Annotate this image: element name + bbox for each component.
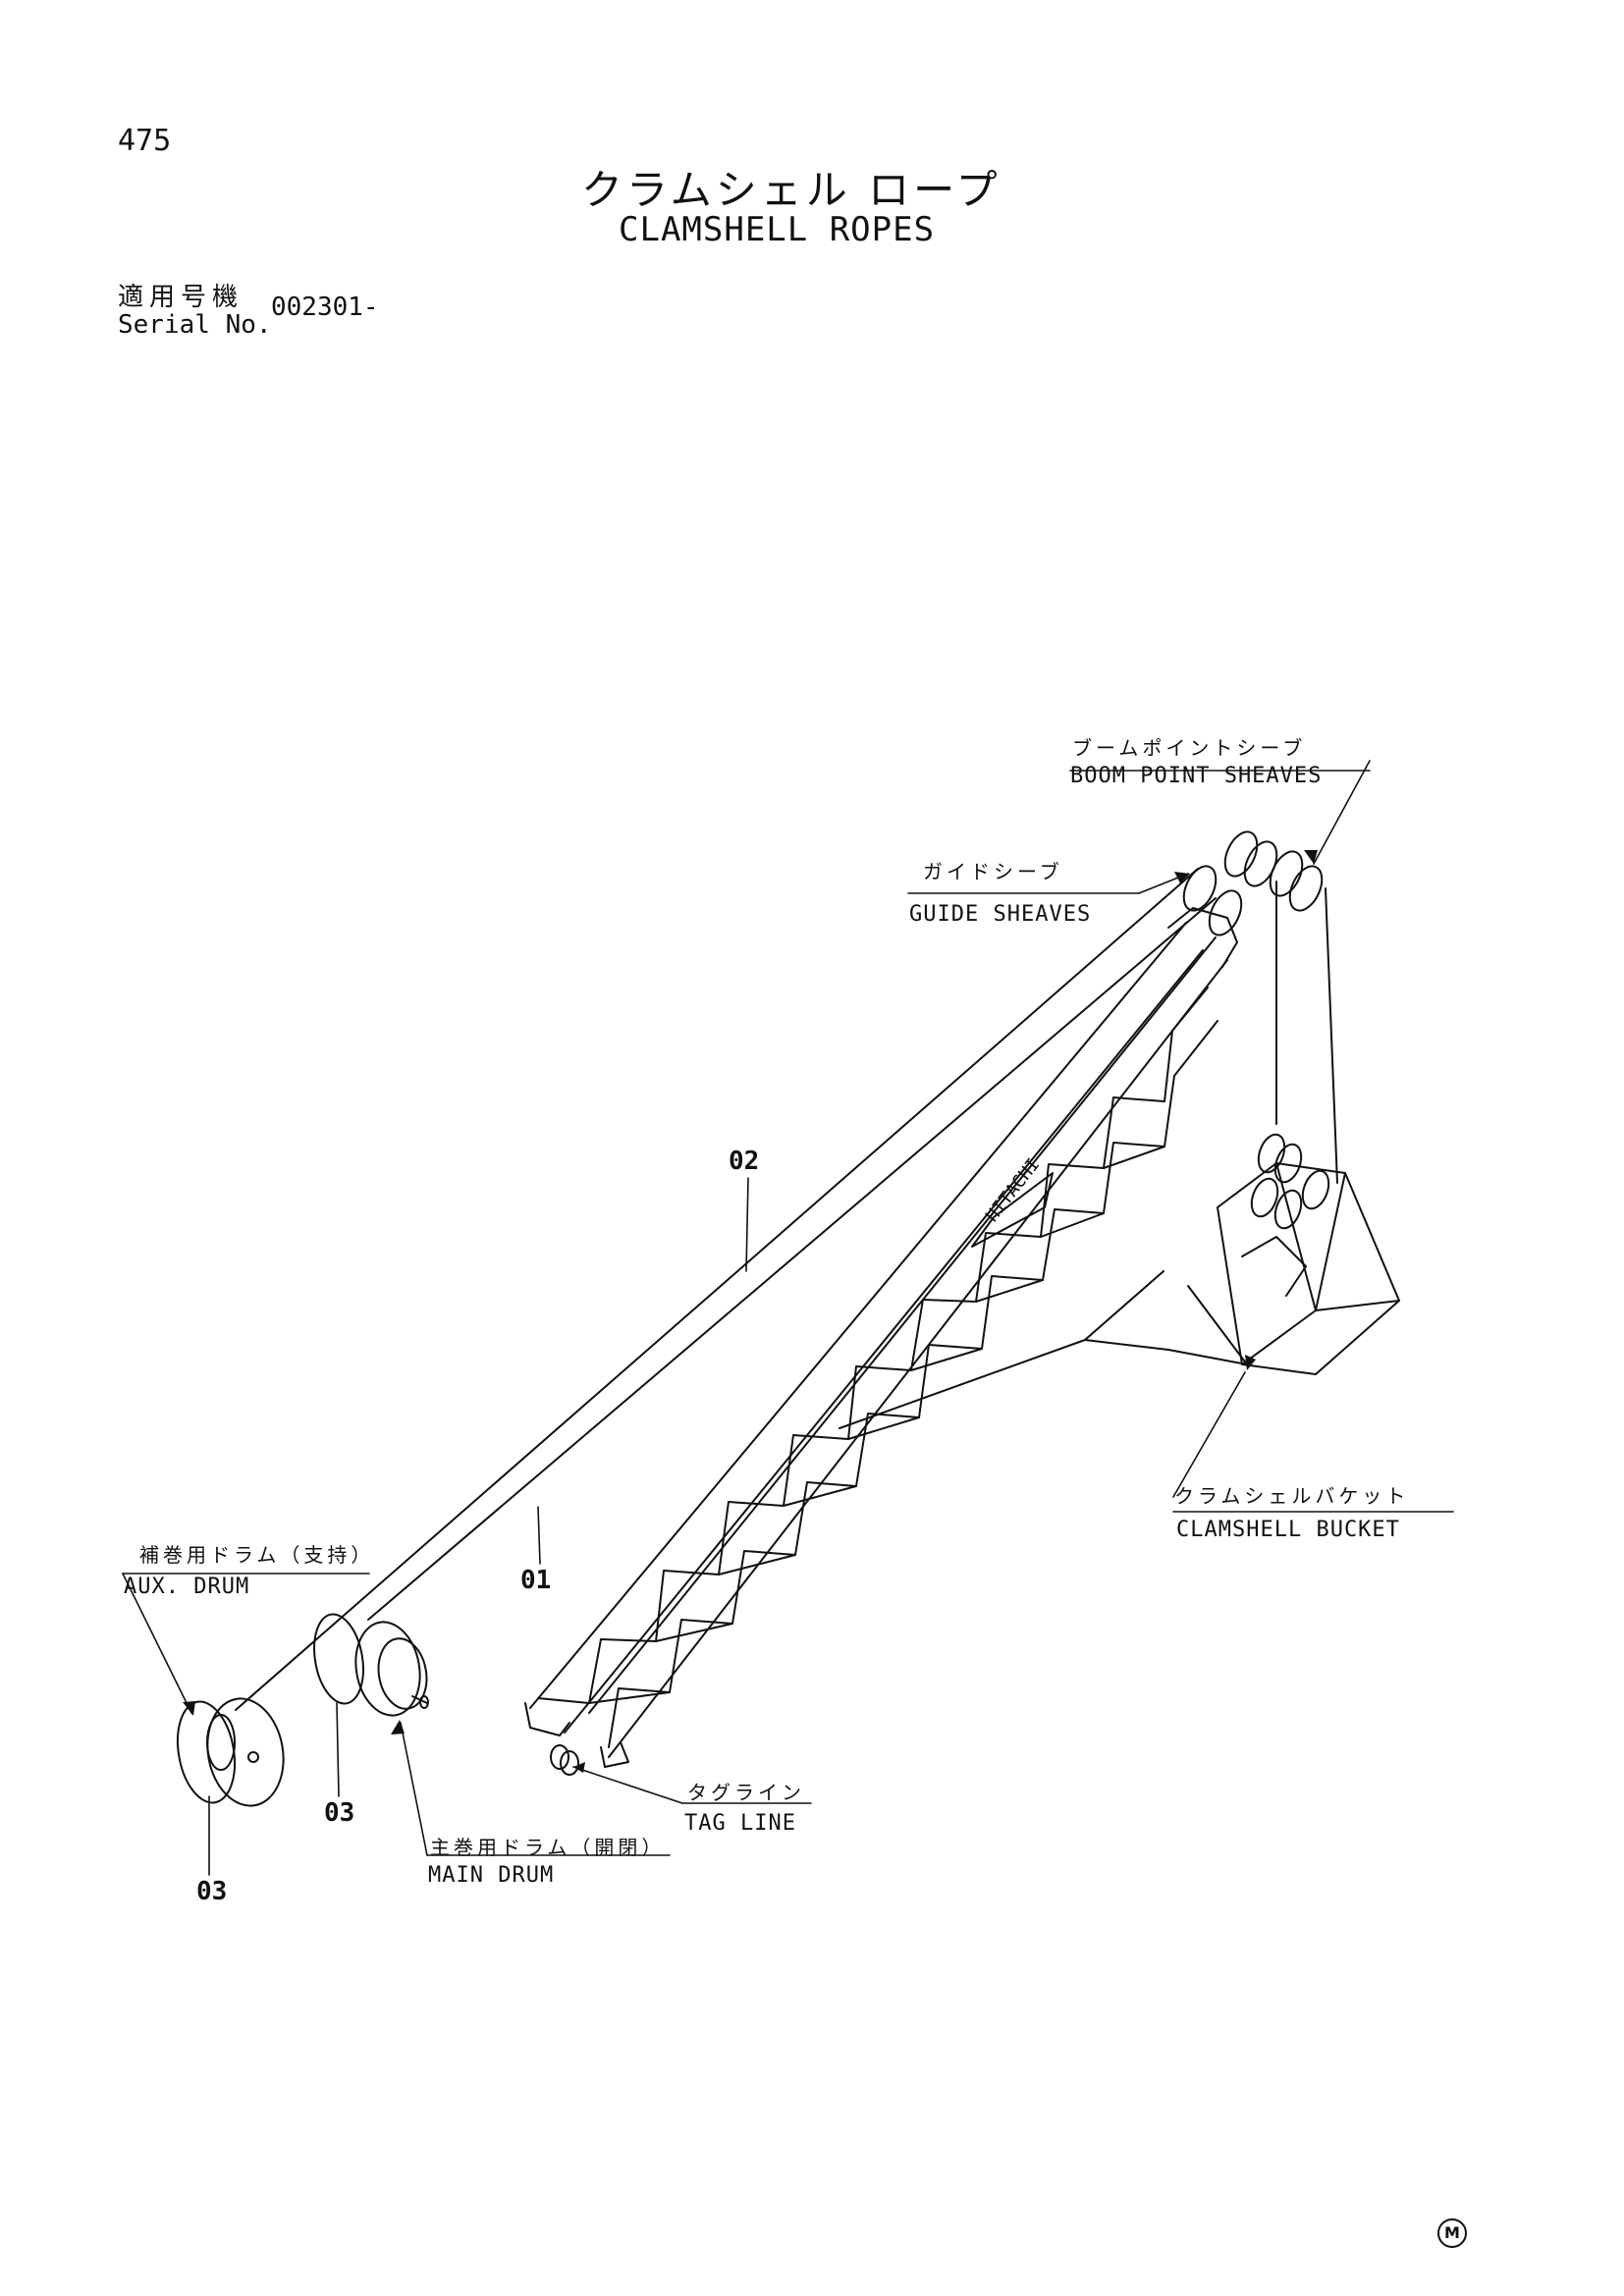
clamshell-bucket — [1187, 1133, 1400, 1375]
page-title: CLAMSHELL ROPES — [619, 210, 936, 249]
ropes — [235, 868, 1338, 1711]
tag-line-label-jp: タグライン — [687, 1781, 805, 1804]
part-number-02: 02 — [729, 1147, 760, 1176]
boom-point-sheaves — [1223, 830, 1324, 912]
tag-line-label: TAG LINE — [684, 1811, 796, 1836]
main-drum — [313, 1613, 429, 1717]
part-number-03-aux: 03 — [196, 1877, 228, 1906]
boom-point-sheaves-label-jp: ブームポイントシーブ — [1072, 736, 1307, 760]
circle-m-mark: M — [1437, 2218, 1467, 2248]
leader-lines — [122, 760, 1454, 1876]
boom-point-sheaves-label: BOOM POINT SHEAVES — [1070, 764, 1323, 788]
clamshell-bucket-label-jp: クラムシェルバケット — [1174, 1484, 1410, 1508]
boom-lattice — [524, 907, 1238, 1768]
part-number-03-main: 03 — [324, 1798, 355, 1828]
page-number: 475 — [118, 124, 172, 158]
main-drum-label: MAIN DRUM — [428, 1863, 555, 1888]
guide-sheaves — [1182, 865, 1243, 936]
aux-drum — [176, 1697, 285, 1807]
guide-sheaves-label: GUIDE SHEAVES — [909, 902, 1092, 927]
serial-label: Serial No. — [118, 310, 272, 340]
guide-sheaves-label-jp: ガイドシーブ — [923, 860, 1063, 883]
part-number-01: 01 — [520, 1566, 552, 1595]
clamshell-bucket-label: CLAMSHELL BUCKET — [1176, 1518, 1400, 1542]
serial-value: 002301- — [271, 293, 379, 322]
serial-label-jp: 適用号機 — [118, 283, 244, 312]
page-title-jp: クラムシェル ロープ — [581, 166, 1001, 214]
main-drum-label-jp: 主巻用ドラム（開閉） — [430, 1836, 666, 1859]
aux-drum-label: AUX. DRUM — [124, 1575, 250, 1599]
aux-drum-label-jp: 補巻用ドラム（支持） — [139, 1543, 375, 1567]
tag-line-drum — [550, 1744, 579, 1776]
